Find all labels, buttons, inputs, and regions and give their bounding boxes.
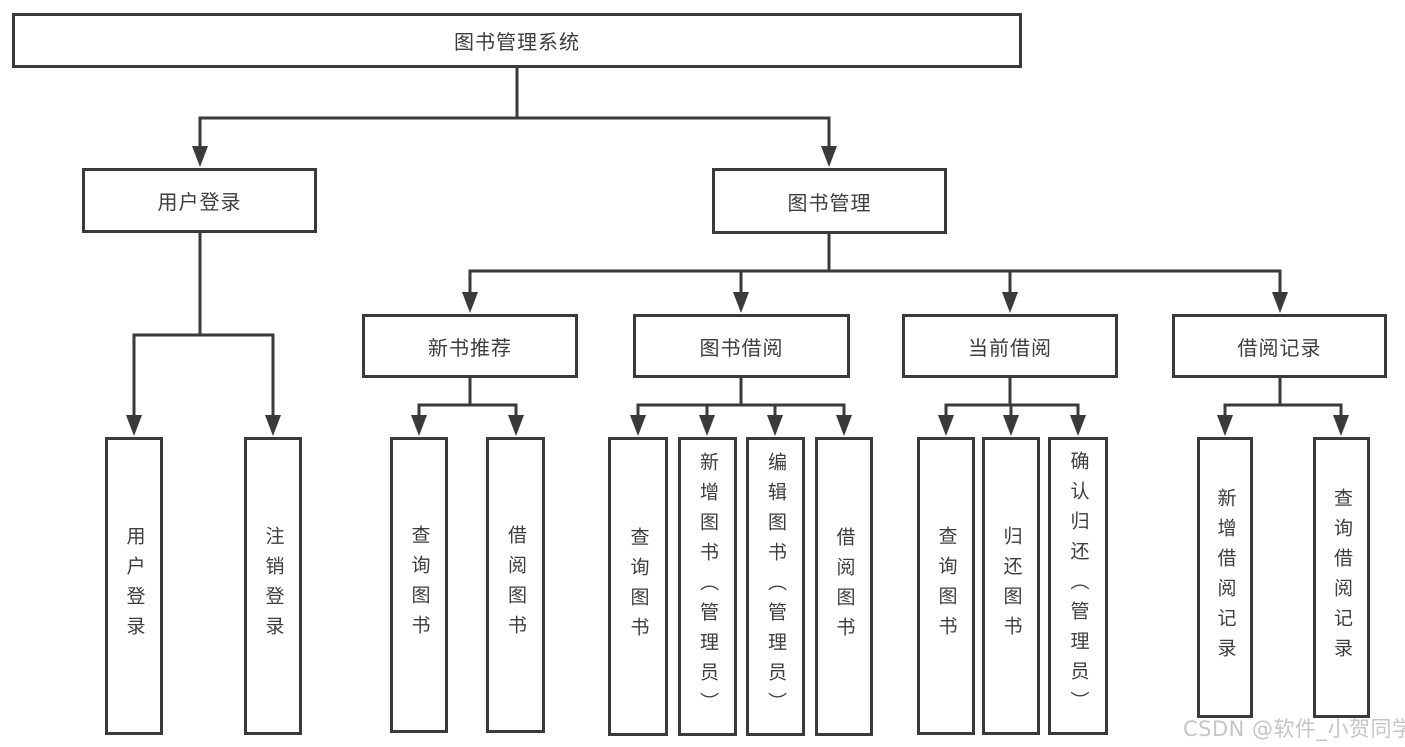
leaf-borrowing-query-books: 查询图书 [608,437,668,736]
leaf-newbook-query-books: 查询图书 [390,437,448,733]
leaf-records-query-record: 查询借阅记录 [1313,437,1370,718]
leaf-current-return-books: 归还图书 [982,437,1040,735]
node-root: 图书管理系统 [12,13,1022,68]
node-borrowing-records: 借阅记录 [1172,314,1387,378]
node-current-borrowing: 当前借阅 [902,314,1118,378]
node-book-borrowing: 图书借阅 [633,314,850,378]
leaf-user-login-label: 用户登录 [123,526,146,646]
leaf-records-query-record-label: 查询借阅记录 [1331,487,1353,668]
leaf-logout: 注销登录 [244,437,302,735]
leaf-user-login: 用户登录 [105,437,163,735]
node-book-management: 图书管理 [712,168,947,234]
leaf-borrowing-borrow-books: 借阅图书 [815,437,873,736]
leaf-borrowing-add-books-admin: 新增图书（管理员） [678,437,737,736]
leaf-current-confirm-return-admin-label: 确认归还（管理员） [1067,451,1090,721]
leaf-logout-label: 注销登录 [262,526,285,646]
node-user-login: 用户登录 [82,168,317,233]
leaf-records-add-record: 新增借阅记录 [1197,437,1253,718]
leaf-borrowing-query-books-label: 查询图书 [627,526,650,647]
leaf-current-query-books: 查询图书 [917,437,975,735]
leaf-current-return-books-label: 归还图书 [1000,526,1023,646]
leaf-newbook-borrow-books-label: 借阅图书 [505,525,527,645]
leaf-newbook-borrow-books: 借阅图书 [486,437,545,733]
leaf-borrowing-add-books-admin-label: 新增图书（管理员） [697,451,719,722]
leaf-borrowing-borrow-books-label: 借阅图书 [833,526,856,647]
leaf-records-add-record-label: 新增借阅记录 [1214,487,1237,668]
leaf-current-confirm-return-admin: 确认归还（管理员） [1048,437,1108,735]
leaf-newbook-query-books-label: 查询图书 [408,525,431,645]
leaf-current-query-books-label: 查询图书 [935,526,958,646]
node-new-book-recommend: 新书推荐 [362,314,578,378]
leaf-borrowing-edit-books-admin-label: 编辑图书（管理员） [765,451,787,722]
csdn-watermark: CSDN @软件_小贺同学 [1183,717,1405,741]
leaf-borrowing-edit-books-admin: 编辑图书（管理员） [746,437,805,736]
